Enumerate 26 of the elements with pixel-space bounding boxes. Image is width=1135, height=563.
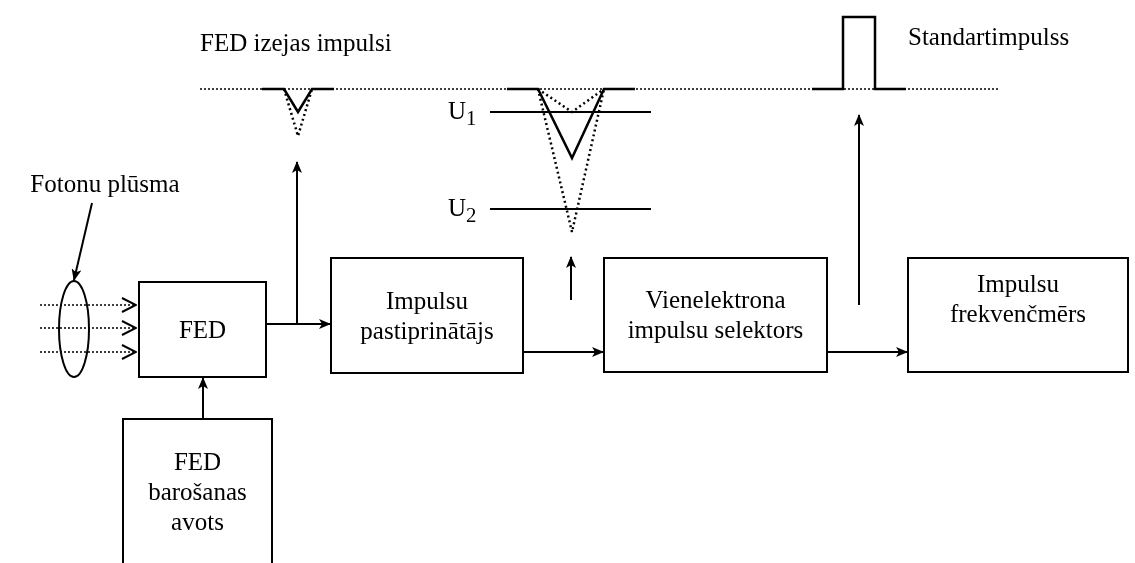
text-label: U$_{2}$ [448, 193, 477, 229]
block-box [907, 257, 1129, 373]
caption-text: FED izejas impulsi [200, 28, 392, 58]
arrow [523, 347, 604, 357]
photon-ray-arrow [39, 320, 137, 336]
block-box [138, 281, 267, 378]
block-label: Vienelektrona impulsu selektors [626, 285, 805, 345]
leader-arrow [71, 202, 93, 281]
arrow [827, 347, 908, 357]
arrow [854, 114, 864, 306]
photon-ray-arrow [39, 297, 137, 313]
block-box [603, 257, 828, 373]
annotation-text: Fotonu plūsma [30, 169, 180, 199]
block-label: FED barošanas avots [147, 446, 248, 537]
block-box [122, 418, 273, 563]
arrow [198, 377, 208, 419]
photon-ray-arrow [39, 344, 137, 360]
arrow [292, 161, 302, 325]
arrow [266, 319, 331, 329]
block-label: FED [178, 314, 227, 345]
block-box [330, 257, 524, 374]
block-label: Impulsu pastiprinātājs [359, 285, 495, 346]
arrow [566, 256, 576, 301]
caption-text: Standartimpulss [908, 22, 1070, 52]
block-label: Impulsu frekvenčmērs [948, 269, 1087, 329]
text-label: U$_{1}$ [448, 96, 477, 132]
